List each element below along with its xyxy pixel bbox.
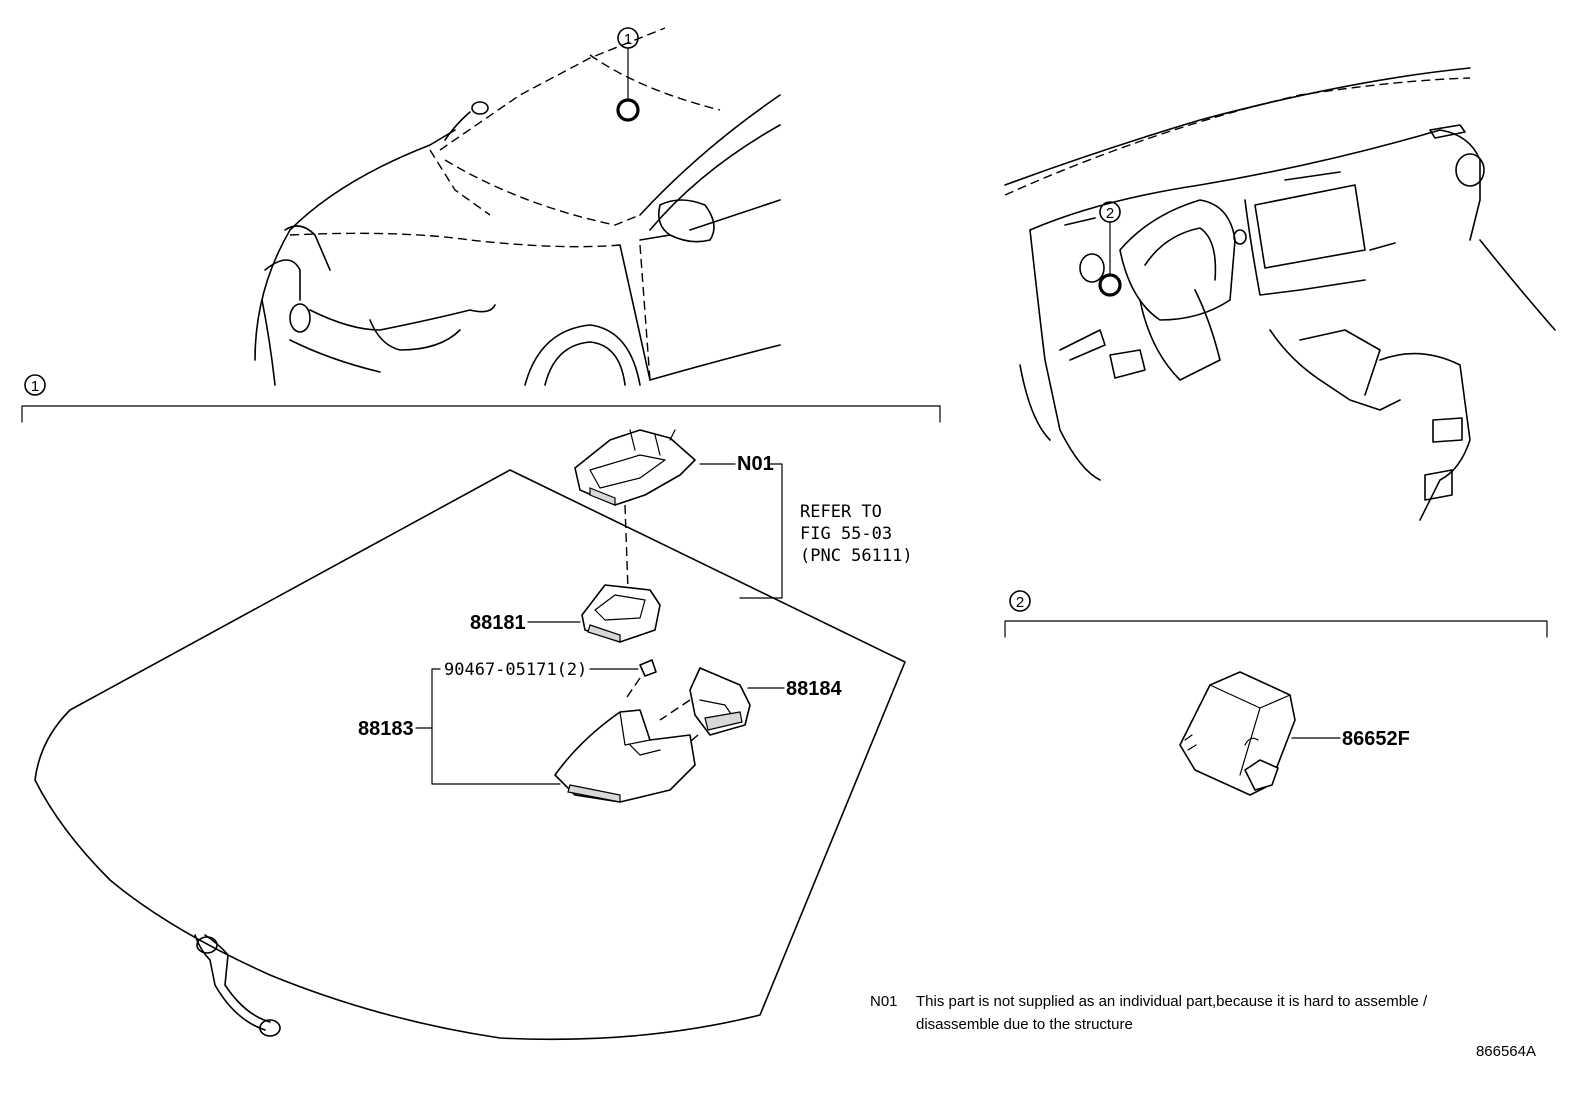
- figure-id: 866564A: [1476, 1043, 1536, 1060]
- dashboard-illustration: 2: [1004, 67, 1556, 521]
- callout-label-2: 2: [1106, 205, 1114, 222]
- part-number-90467-05171: 90467-05171(2): [444, 660, 587, 680]
- section-2-bracket: 2: [1004, 590, 1548, 638]
- bracket-n01-part: [574, 429, 696, 506]
- section-label-2: 2: [1016, 594, 1024, 611]
- cover-88183-part: [554, 709, 696, 803]
- part-number-88184: 88184: [786, 678, 842, 700]
- part-number-86652f: 86652F: [1342, 728, 1410, 750]
- note-line-2: disassemble due to the structure: [916, 1016, 1133, 1033]
- cover-88184-part: [689, 667, 751, 736]
- refer-to-line-3: (PNC 56111): [800, 546, 913, 566]
- part-number-88183: 88183: [358, 718, 414, 740]
- car-front-illustration: 1: [254, 27, 781, 386]
- windshield-glass: [34, 469, 906, 1041]
- section-1-bracket: 1: [21, 374, 941, 423]
- callout-circle-1: [617, 27, 639, 49]
- part-number-n01: N01: [737, 453, 774, 475]
- refer-to-line-2: FIG 55-03: [800, 524, 892, 544]
- note-line-1: This part is not supplied as an individu…: [916, 993, 1428, 1010]
- module-86652f-part: [1179, 671, 1296, 796]
- section-label-1: 1: [31, 378, 39, 395]
- refer-to-line-1: REFER TO: [800, 502, 882, 522]
- note-code: N01: [870, 993, 898, 1010]
- callout-label-1: 1: [624, 31, 632, 48]
- part-number-88181: 88181: [470, 612, 526, 634]
- sensor-88181-part: [581, 584, 661, 643]
- callout-circle-2: [1099, 201, 1121, 223]
- screw-part: [639, 659, 657, 677]
